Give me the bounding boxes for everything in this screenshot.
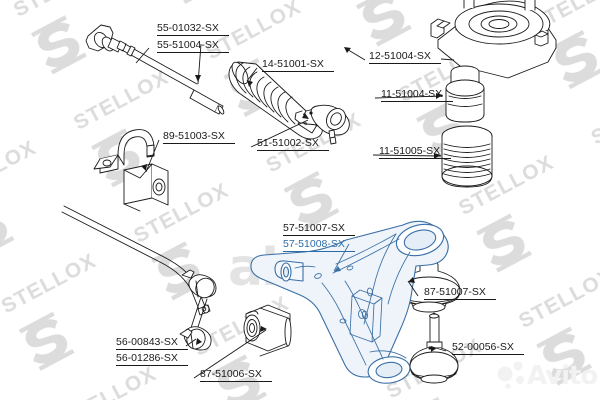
part-outer-tie-rod-end	[294, 104, 350, 145]
part-number-label: 57-51007-SX	[283, 222, 345, 234]
label-underline	[283, 251, 355, 252]
label-underline	[379, 158, 451, 159]
part-number-label: 55-01032-SX	[157, 22, 219, 34]
label-underline	[157, 52, 229, 53]
part-number-label: 11-51004-SX	[381, 88, 443, 100]
label-underline	[424, 299, 496, 300]
part-number-label: 87-51007-SX	[424, 286, 486, 298]
part-strut-mount	[430, 0, 557, 79]
part-number-label: 12-51004-SX	[369, 50, 431, 62]
part-control-arm-bushing	[243, 304, 292, 357]
svg-text:Avito: Avito	[527, 361, 597, 391]
avito-logo-dots	[497, 361, 524, 389]
part-bump-stop	[445, 65, 485, 123]
part-number-label: 11-51005-SX	[379, 145, 441, 157]
part-number-label: 89-51003-SX	[163, 130, 225, 142]
part-number-label: 51-51002-SX	[257, 137, 319, 149]
part-number-label: 57-51008-SX	[283, 238, 345, 250]
label-underline	[157, 35, 229, 36]
part-number-label: 56-00843-SX	[116, 336, 178, 348]
control-arm-detail-lines	[294, 233, 411, 366]
label-underline	[200, 381, 272, 382]
label-underline	[369, 63, 441, 64]
label-underline	[283, 235, 355, 236]
part-number-label: 55-51004-SX	[157, 39, 219, 51]
part-dust-cover-bellows	[441, 125, 493, 188]
part-number-label: 56-01286-SX	[116, 352, 178, 364]
part-number-label: 14-51001-SX	[262, 58, 324, 70]
label-underline	[262, 71, 334, 72]
part-inner-tie-rod	[85, 24, 225, 115]
part-stabilizer-bracket-bushing	[93, 129, 169, 212]
label-underline	[257, 150, 329, 151]
part-number-label: 52-00056-SX	[452, 341, 514, 353]
label-underline	[381, 101, 453, 102]
label-underline	[116, 349, 188, 350]
part-front-lower-control-arm	[250, 220, 449, 384]
label-underline	[163, 143, 235, 144]
part-lower-ball-joint	[409, 312, 459, 384]
label-underline	[116, 365, 188, 366]
part-number-label: 87-51006-SX	[200, 368, 262, 380]
label-underline	[452, 354, 524, 355]
part-stabilizer-link	[179, 269, 217, 351]
